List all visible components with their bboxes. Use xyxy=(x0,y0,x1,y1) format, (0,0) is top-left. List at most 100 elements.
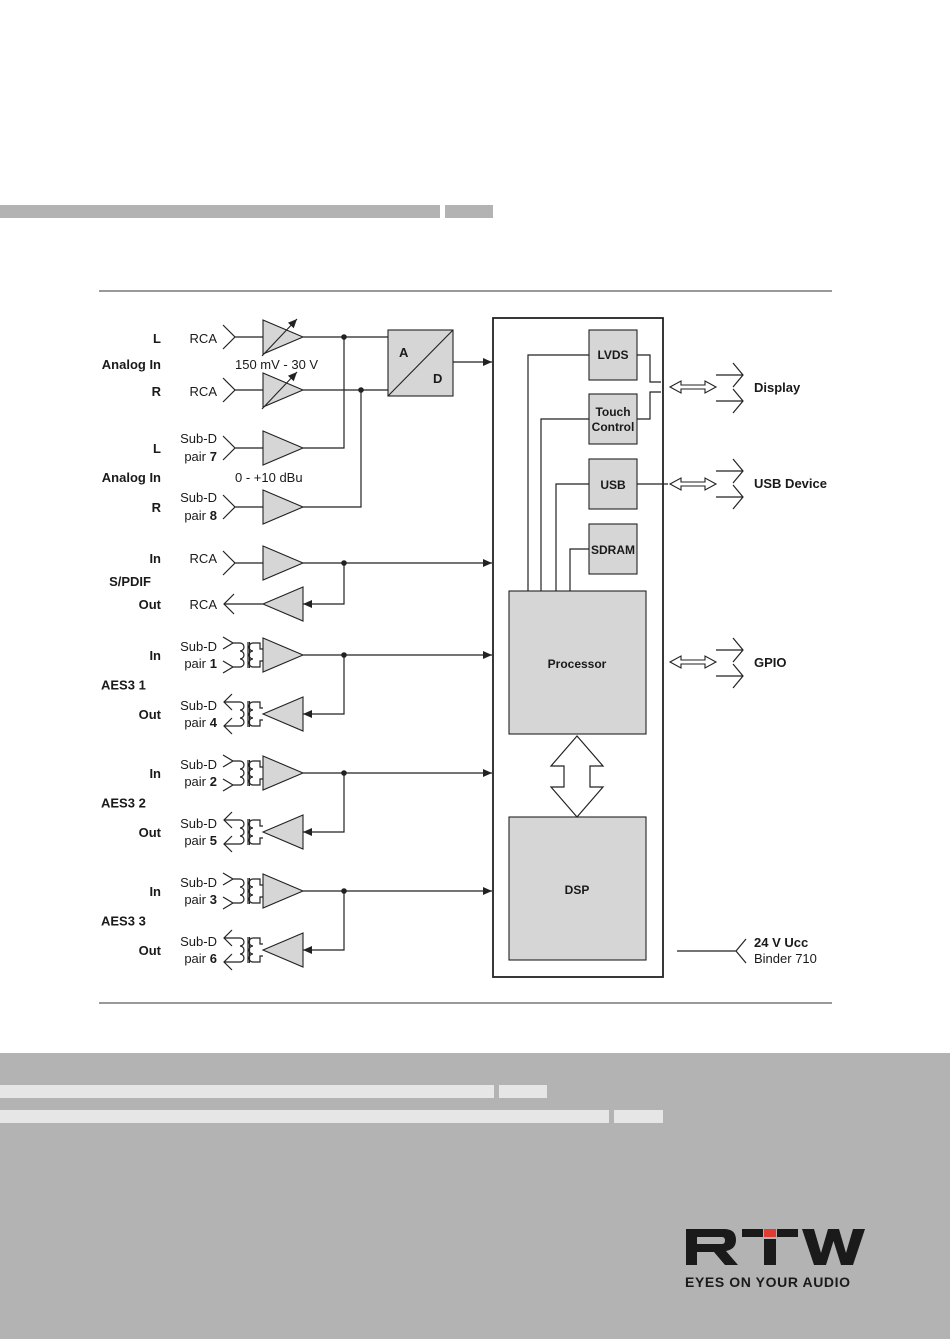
touch-label-1: Touch xyxy=(595,405,630,419)
label-aes3-pair-out: pair xyxy=(184,951,206,966)
label-aes2-pair-in-num: 2 xyxy=(210,774,217,789)
label-aes1-pair-out: pair xyxy=(184,715,206,730)
connector-aes3-in xyxy=(222,872,263,910)
amp-rca-2 xyxy=(261,371,305,410)
amp-aes1-out xyxy=(261,696,304,732)
label-aes1-pair-in-num: 1 xyxy=(210,656,217,671)
label-aes2-subd-out: Sub-D xyxy=(180,816,217,831)
label-aes2-pair-out: pair xyxy=(184,833,206,848)
label-spdif-rca-in: RCA xyxy=(190,551,218,566)
label-power-connector: Binder 710 xyxy=(754,951,817,966)
label-analog-rca-left: L xyxy=(153,331,161,346)
footer-bar-1-long xyxy=(0,1085,494,1098)
label-aes1-pair-in: pair xyxy=(184,656,206,671)
connector-subd-8 xyxy=(222,494,263,520)
connector-spdif-in xyxy=(222,550,263,576)
proc-dsp-arrow xyxy=(549,735,605,818)
label-aes2-pair-out-num: 5 xyxy=(210,833,217,848)
wire-subd-7 xyxy=(303,337,345,449)
power-connector xyxy=(677,938,747,964)
usb-label: USB xyxy=(600,478,626,492)
amp-aes2-in xyxy=(262,755,305,791)
output-fork-3 xyxy=(716,484,744,510)
bus-usb xyxy=(555,483,589,591)
amp-spdif-out xyxy=(261,586,304,622)
output-fork-5 xyxy=(716,663,744,689)
processor-block xyxy=(508,590,647,735)
label-aes3-subd-out: Sub-D xyxy=(180,934,217,949)
label-sub-range: 0 - +10 dBu xyxy=(235,470,303,485)
connector-rca-2 xyxy=(222,377,263,403)
connector-aes1-out xyxy=(223,693,263,735)
rtw-logo xyxy=(686,1229,865,1265)
amp-aes3-in xyxy=(262,873,305,909)
amp-aes3-out xyxy=(261,932,304,968)
lvds-label: LVDS xyxy=(597,348,628,362)
header-bar-short xyxy=(445,205,493,218)
label-gpio: GPIO xyxy=(754,655,787,670)
output-fork-0 xyxy=(716,362,744,388)
wire-subd-8 xyxy=(303,390,362,508)
double-arrow-0 xyxy=(668,380,718,394)
adc-block xyxy=(387,329,454,397)
label-aes2-group: AES3 2 xyxy=(101,796,146,811)
double-arrow-2 xyxy=(668,655,718,669)
connector-subd-7 xyxy=(222,435,263,461)
label-pair-8: pair xyxy=(184,508,206,523)
amp-aes1-in xyxy=(262,637,305,673)
amp-rca-1 xyxy=(261,318,305,357)
label-aes2-out: Out xyxy=(139,825,162,840)
label-aes3-group: AES3 3 xyxy=(101,914,146,929)
amp-subd-7 xyxy=(262,430,305,466)
processor-label: Processor xyxy=(548,657,607,671)
label-aes3-pair-in: pair xyxy=(184,892,206,907)
label-analog-sub-group: Analog In xyxy=(102,470,161,485)
wire-touch-display xyxy=(637,391,661,420)
wire-lvds-display xyxy=(637,354,661,383)
label-aes2-subd-in: Sub-D xyxy=(180,757,217,772)
label-aes1-in: In xyxy=(149,648,161,663)
label-analog-rca-group: Analog In xyxy=(102,357,161,372)
label-aes3-subd-in: Sub-D xyxy=(180,875,217,890)
label-aes3-in: In xyxy=(149,884,161,899)
footer-bar-2-long xyxy=(0,1110,609,1123)
label-spdif-rca-out: RCA xyxy=(190,597,218,612)
connector-aes3-out xyxy=(223,929,263,971)
connector-spdif-out xyxy=(223,593,263,615)
label-aes3-pair-in-num: 3 xyxy=(210,892,217,907)
logo-tagline: EYES ON YOUR AUDIO xyxy=(685,1274,851,1290)
label-pair-8-num: 8 xyxy=(210,508,217,523)
block-diagram: L Analog In R RCA RCA 150 mV - 30 V A D … xyxy=(99,290,832,1004)
label-aes3-out: Out xyxy=(139,943,162,958)
bus-touch xyxy=(540,418,589,591)
dsp-block xyxy=(508,816,647,961)
connector-aes2-out xyxy=(223,811,263,853)
connector-aes1-in xyxy=(222,636,263,674)
amp-subd-8 xyxy=(262,489,305,525)
output-fork-1 xyxy=(716,388,744,414)
touch-label-2: Control xyxy=(592,420,635,434)
label-spdif-out: Out xyxy=(139,597,162,612)
label-spdif-in: In xyxy=(149,551,161,566)
label-rca-2: RCA xyxy=(190,384,218,399)
label-subd-8: Sub-D xyxy=(180,490,217,505)
label-aes2-in: In xyxy=(149,766,161,781)
touch-control-block xyxy=(588,393,638,445)
label-aes1-group: AES3 1 xyxy=(101,678,146,693)
connector-aes2-in xyxy=(222,754,263,792)
dsp-label: DSP xyxy=(565,883,590,897)
label-rca-1: RCA xyxy=(190,331,218,346)
label-aes1-out: Out xyxy=(139,707,162,722)
output-fork-2 xyxy=(716,458,744,484)
header-bar-long xyxy=(0,205,440,218)
label-pair-7: pair xyxy=(184,449,206,464)
label-power: 24 V Ucc xyxy=(754,935,808,950)
wire-spdif-loop xyxy=(303,563,345,608)
footer-bar-1-short xyxy=(499,1085,547,1098)
wire-aes3-loop xyxy=(303,891,345,954)
bus-lvds xyxy=(527,354,589,591)
label-analog-sub-right: R xyxy=(152,500,162,515)
output-connectors xyxy=(716,362,744,689)
